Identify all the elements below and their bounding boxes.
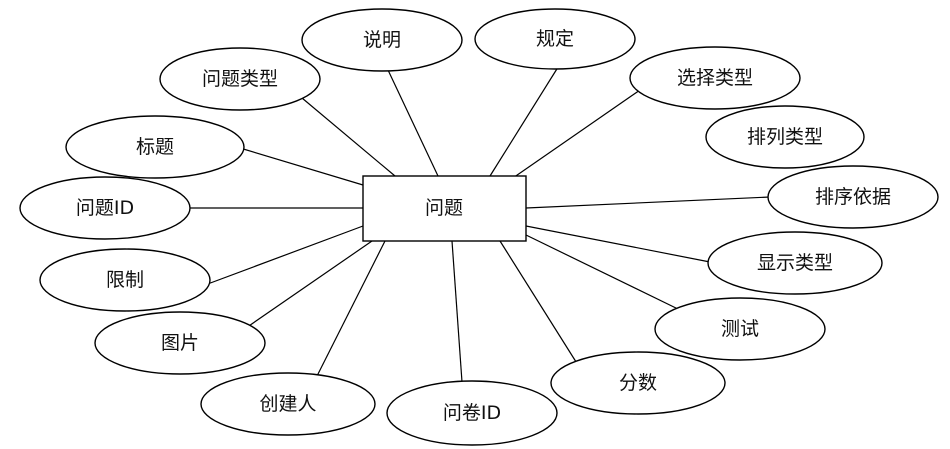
attribute-label: 选择类型 [677, 67, 753, 89]
attribute-ellipse [654, 297, 826, 361]
entity-box [362, 175, 527, 242]
attribute-ellipse [301, 8, 463, 72]
attribute-ellipse [94, 311, 266, 375]
edge-restriction [204, 225, 364, 286]
attribute-label: 说明 [363, 29, 401, 51]
edge-score [499, 240, 579, 366]
attribute-label: 排序依据 [815, 186, 891, 208]
edge-picture [242, 240, 373, 331]
attribute-ellipse [65, 115, 245, 179]
edge-questionnaire-id [451, 240, 463, 383]
attribute-ellipse [629, 46, 801, 110]
attribute-label: 测试 [721, 318, 759, 340]
attribute-question-type[interactable]: 问题类型 [159, 47, 321, 111]
attribute-ellipse [39, 248, 211, 312]
attribute-test[interactable]: 测试 [654, 297, 826, 361]
attribute-label: 问题ID [76, 197, 134, 219]
edge-description [387, 69, 439, 177]
entity-question[interactable]: 问题 [362, 175, 527, 242]
attribute-label: 分数 [619, 372, 657, 394]
attribute-label: 问卷ID [443, 402, 501, 424]
edge-question-type [301, 97, 396, 177]
attribute-rule[interactable]: 规定 [474, 8, 636, 70]
attribute-arrange-type[interactable]: 排列类型 [705, 105, 865, 169]
attribute-ellipse [767, 165, 939, 229]
attribute-ellipse [474, 8, 636, 70]
attribute-label: 标题 [136, 136, 174, 158]
attribute-label: 图片 [161, 332, 199, 354]
attribute-choice-type[interactable]: 选择类型 [629, 46, 801, 110]
attribute-score[interactable]: 分数 [550, 351, 726, 415]
attribute-label: 问题类型 [202, 68, 278, 90]
attribute-restriction[interactable]: 限制 [39, 248, 211, 312]
attribute-label: 显示类型 [757, 252, 833, 274]
attribute-label: 创建人 [259, 393, 316, 415]
edge-choice-type [509, 89, 641, 181]
attribute-sort-basis[interactable]: 排序依据 [767, 165, 939, 229]
attribute-picture[interactable]: 图片 [94, 311, 266, 375]
attribute-ellipse [707, 231, 883, 295]
edge-title [239, 147, 364, 186]
attribute-label: 规定 [536, 28, 574, 50]
edge-rule [489, 63, 561, 177]
attribute-label: 限制 [106, 269, 144, 291]
entity-label: 问题 [425, 197, 463, 219]
attribute-ellipse [159, 47, 321, 111]
edge-creator [315, 240, 386, 379]
attribute-title[interactable]: 标题 [65, 115, 245, 179]
attribute-ellipse [200, 372, 376, 436]
attribute-description[interactable]: 说明 [301, 8, 463, 72]
attribute-ellipse [386, 380, 558, 446]
attribute-label: 排列类型 [747, 126, 823, 148]
edge-display-type [525, 225, 711, 263]
attribute-question-id[interactable]: 问题ID [19, 176, 191, 240]
attribute-ellipse [550, 351, 726, 415]
attribute-questionnaire-id[interactable]: 问卷ID [386, 380, 558, 446]
connector-lines [190, 63, 771, 383]
attribute-ellipse [705, 105, 865, 169]
edge-sort-basis [525, 196, 771, 209]
attribute-creator[interactable]: 创建人 [200, 372, 376, 436]
attribute-display-type[interactable]: 显示类型 [707, 231, 883, 295]
edge-test [525, 234, 681, 311]
attribute-ellipse [19, 176, 191, 240]
